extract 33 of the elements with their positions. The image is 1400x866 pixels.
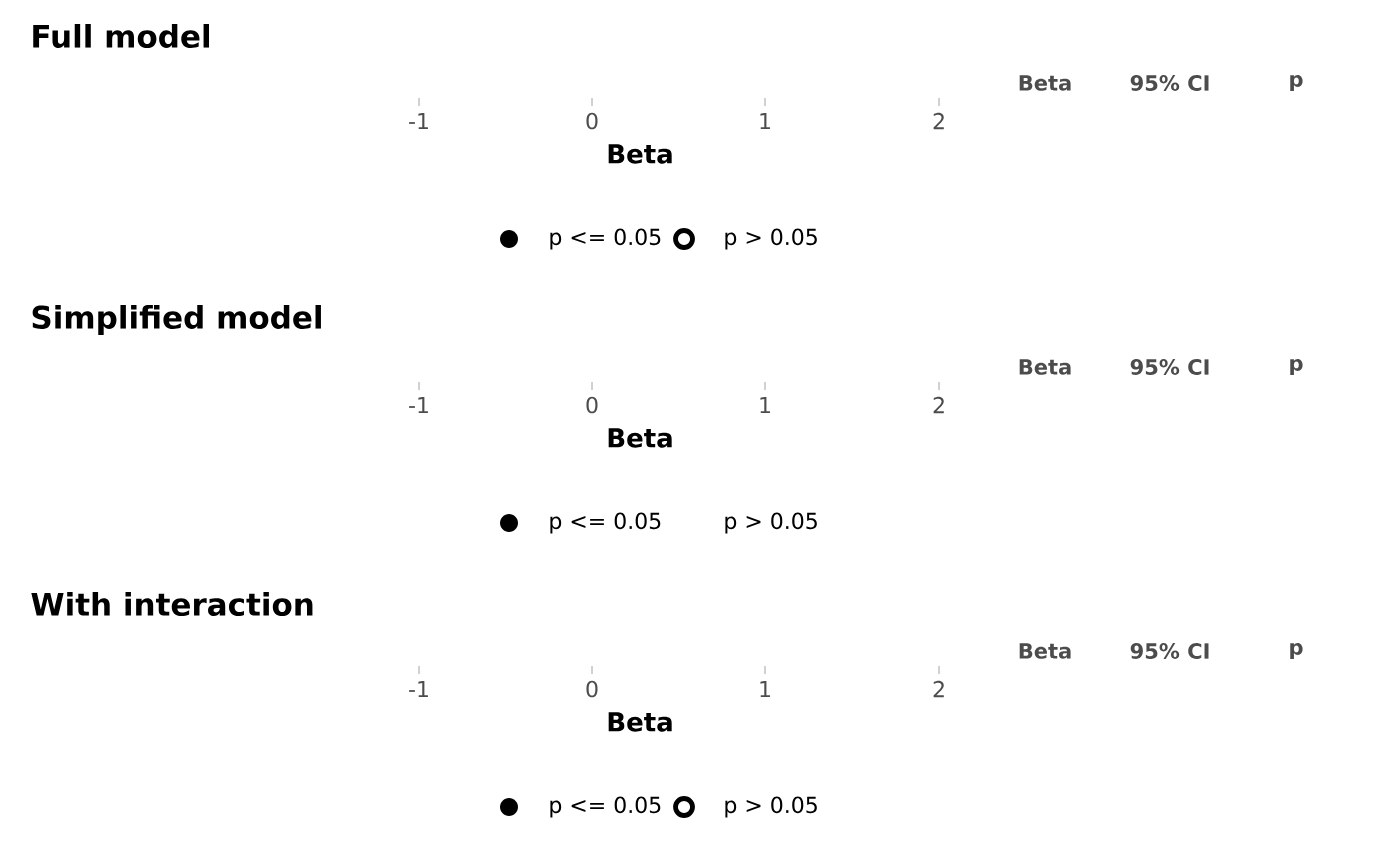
legend-label: p <= 0.05	[550, 228, 661, 250]
tick-label: 2	[933, 112, 944, 130]
column-header: p	[1290, 74, 1303, 92]
panel-title: Full model	[33, 24, 209, 48]
tick-label: -1	[409, 397, 428, 413]
tick-label: 1	[760, 113, 770, 129]
column-header: p	[1290, 642, 1303, 660]
tick-label: 2	[933, 680, 944, 698]
tick-label: 1	[760, 681, 770, 698]
axis-title: Beta	[608, 428, 672, 448]
column-header: 95% CI	[1130, 75, 1209, 91]
tick-label: 0	[586, 112, 598, 130]
column-header: 95% CI	[1130, 643, 1209, 659]
legend-label: p > 0.05	[725, 512, 817, 534]
legend-label: p > 0.05	[725, 228, 817, 250]
tick-label: 1	[760, 397, 770, 413]
tick-label: 2	[933, 396, 944, 414]
tick-label: -1	[409, 681, 428, 698]
axis-title: Beta	[608, 712, 672, 732]
column-header: Beta	[1019, 643, 1071, 659]
panel-title: Simplified model	[32, 305, 321, 335]
legend-label: p <= 0.05	[550, 796, 661, 818]
legend-label: p > 0.05	[725, 796, 817, 818]
tick-label: 0	[586, 680, 598, 698]
axis-title: Beta	[608, 144, 672, 164]
tick-label: 0	[586, 396, 598, 414]
column-header: p	[1290, 358, 1303, 376]
column-header: Beta	[1019, 359, 1071, 375]
panel-title: With interaction	[31, 592, 313, 616]
column-header: Beta	[1019, 75, 1071, 91]
column-header: 95% CI	[1130, 359, 1209, 375]
legend-label: p <= 0.05	[550, 512, 661, 534]
tick-label: -1	[409, 113, 428, 129]
